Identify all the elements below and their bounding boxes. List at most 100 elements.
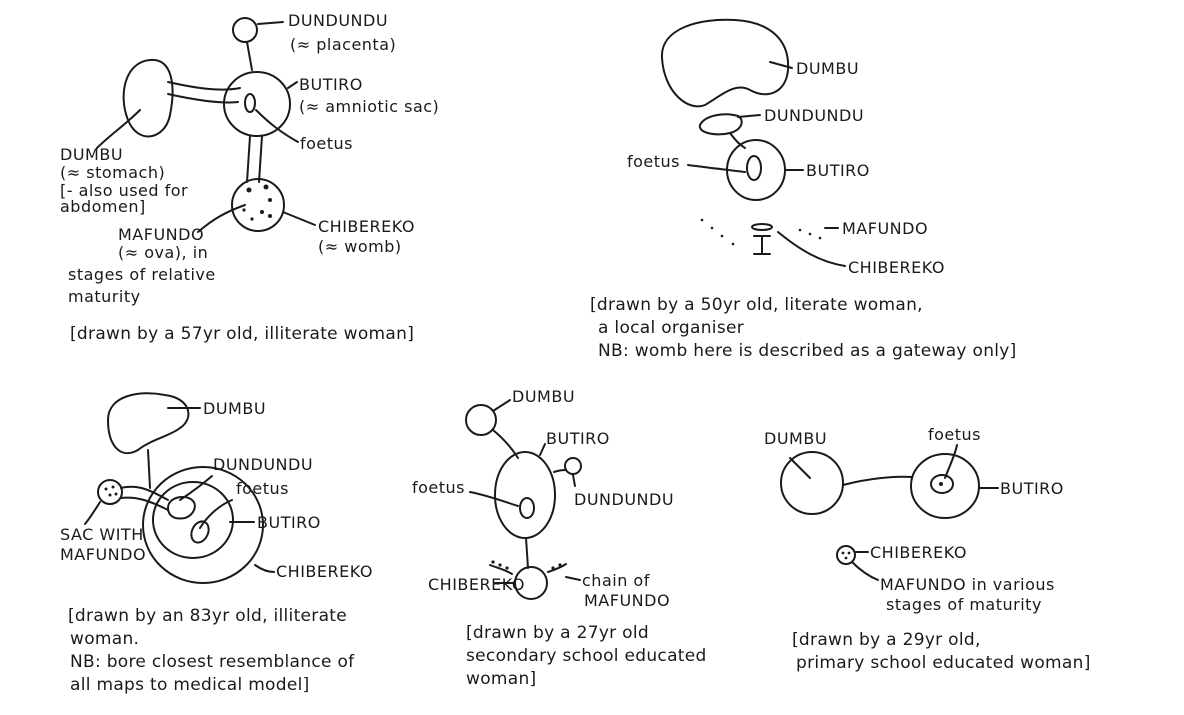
foetus-core: [939, 482, 943, 486]
caption: woman]: [466, 669, 537, 689]
dumbu-gloss: (≈ stomach): [60, 163, 165, 182]
dumbu-shape: [780, 451, 844, 515]
mafundo-description: stages of relative: [68, 265, 216, 284]
chibereko-label: CHIBEREKO: [870, 543, 967, 562]
connector-tube: [120, 485, 169, 511]
mafundo-dot: [818, 236, 822, 240]
foetus-pointer: [199, 499, 233, 529]
mafundo-dot: [242, 208, 246, 212]
drawing-3: DUMBU DUNDUNDU foetus BUTIRO SAC WITH MA…: [60, 392, 373, 695]
mafundo-dot: [841, 551, 845, 555]
sac-label: MAFUNDO: [60, 545, 146, 564]
butiro-gloss: (≈ amniotic sac): [299, 97, 439, 116]
dundundu-shape: [564, 457, 582, 475]
dumbu-label: DUMBU: [512, 387, 575, 406]
dundundu-shape: [167, 495, 196, 520]
mafundo-dot: [798, 228, 802, 232]
connector-tube: [246, 135, 263, 183]
mafundo-gloss: (≈ ova), in: [118, 243, 208, 262]
butiro-pointer: [287, 81, 298, 89]
chibereko-shape: [142, 466, 264, 584]
chibereko-label: CHIBEREKO: [318, 217, 415, 236]
foetus-label: foetus: [236, 479, 289, 498]
butiro-shape: [152, 481, 234, 559]
mafundo-dot: [844, 556, 848, 560]
foetus-label: foetus: [412, 478, 465, 497]
foetus-shape: [244, 93, 256, 113]
mafundo-dot: [108, 493, 112, 497]
mafundo-dot: [268, 198, 272, 202]
caption: [drawn by an 83yr old, illiterate: [68, 606, 347, 626]
connector-line: [246, 41, 253, 71]
mafundo-pointer: [851, 561, 879, 581]
mafundo-dot: [263, 184, 269, 190]
foetus-shape: [930, 474, 954, 494]
mafundo-dot: [505, 566, 509, 570]
dumbu-label: DUMBU: [796, 59, 859, 78]
dundundu-label: DUNDUNDU: [574, 490, 674, 509]
mafundo-description: maturity: [68, 287, 141, 306]
foetus-pointer: [255, 109, 299, 143]
butiro-label: BUTIRO: [1000, 479, 1064, 498]
chibereko-label: CHIBEREKO: [848, 258, 945, 277]
foetus-pointer: [469, 491, 519, 507]
chibereko-gateway: [751, 223, 773, 231]
chibereko-shape: [231, 178, 285, 232]
dumbu-label: DUMBU: [60, 145, 123, 164]
mafundo-pointer: [197, 204, 246, 233]
dundundu-label: DUNDUNDU: [288, 11, 388, 30]
dumbu-label: DUMBU: [203, 399, 266, 418]
dumbu-pointer: [96, 109, 141, 149]
dundundu-pointer: [572, 474, 576, 487]
butiro-shape: [223, 71, 291, 137]
dundundu-label: DUNDUNDU: [764, 106, 864, 125]
mafundo-dot: [260, 210, 264, 214]
caption: woman.: [70, 629, 139, 649]
mafundo-dot: [114, 492, 118, 496]
foetus-label: foetus: [300, 134, 353, 153]
mafundo-label: stages of maturity: [886, 595, 1042, 614]
connector-line: [492, 429, 519, 459]
mafundo-dot: [104, 487, 108, 491]
foetus-label: foetus: [928, 425, 981, 444]
dundundu-pointer: [737, 114, 761, 118]
foetus-pointer: [687, 164, 746, 173]
dumbu-shape: [660, 18, 790, 108]
mafundo-dot: [551, 566, 555, 570]
connector-tube: [167, 81, 241, 104]
foetus-pointer: [944, 444, 958, 479]
connector-line: [525, 537, 529, 569]
dumbu-shape: [465, 404, 497, 436]
chibereko-shape: [836, 545, 856, 565]
caption: NB: womb here is described as a gateway …: [598, 341, 1017, 361]
mafundo-dot: [558, 563, 562, 567]
chibereko-gateway: [753, 235, 771, 255]
drawing-1: DUNDUNDU (≈ placenta) BUTIRO (≈ amniotic…: [60, 11, 439, 344]
chibereko-pointer: [282, 211, 316, 226]
mafundo-dot: [268, 214, 272, 218]
mafundo-dot: [847, 551, 851, 555]
mafundo-dot: [700, 218, 704, 222]
chain-label: chain of: [582, 571, 650, 590]
butiro-shape: [910, 453, 980, 519]
chain-label: MAFUNDO: [584, 591, 670, 610]
dundundu-label: DUNDUNDU: [213, 455, 313, 474]
mafundo-dot: [111, 485, 115, 489]
dumbu-note: abdomen]: [60, 197, 146, 216]
chibereko-pointer: [777, 231, 846, 267]
mafundo-label: MAFUNDO: [842, 219, 928, 238]
mafundo-dot: [246, 187, 252, 193]
chibereko-label: CHIBEREKO: [428, 575, 525, 594]
chibereko-label: CHIBEREKO: [276, 562, 373, 581]
butiro-label: BUTIRO: [299, 75, 363, 94]
connector-line: [553, 469, 567, 473]
chain-pointer: [565, 576, 581, 581]
foetus-shape: [519, 497, 535, 519]
connector-line: [729, 132, 746, 149]
sac-pointer: [84, 501, 101, 525]
mafundo-dot: [731, 242, 735, 246]
mafundo-dot: [710, 226, 714, 230]
mafundo-dot: [808, 232, 812, 236]
butiro-shape: [494, 451, 556, 539]
